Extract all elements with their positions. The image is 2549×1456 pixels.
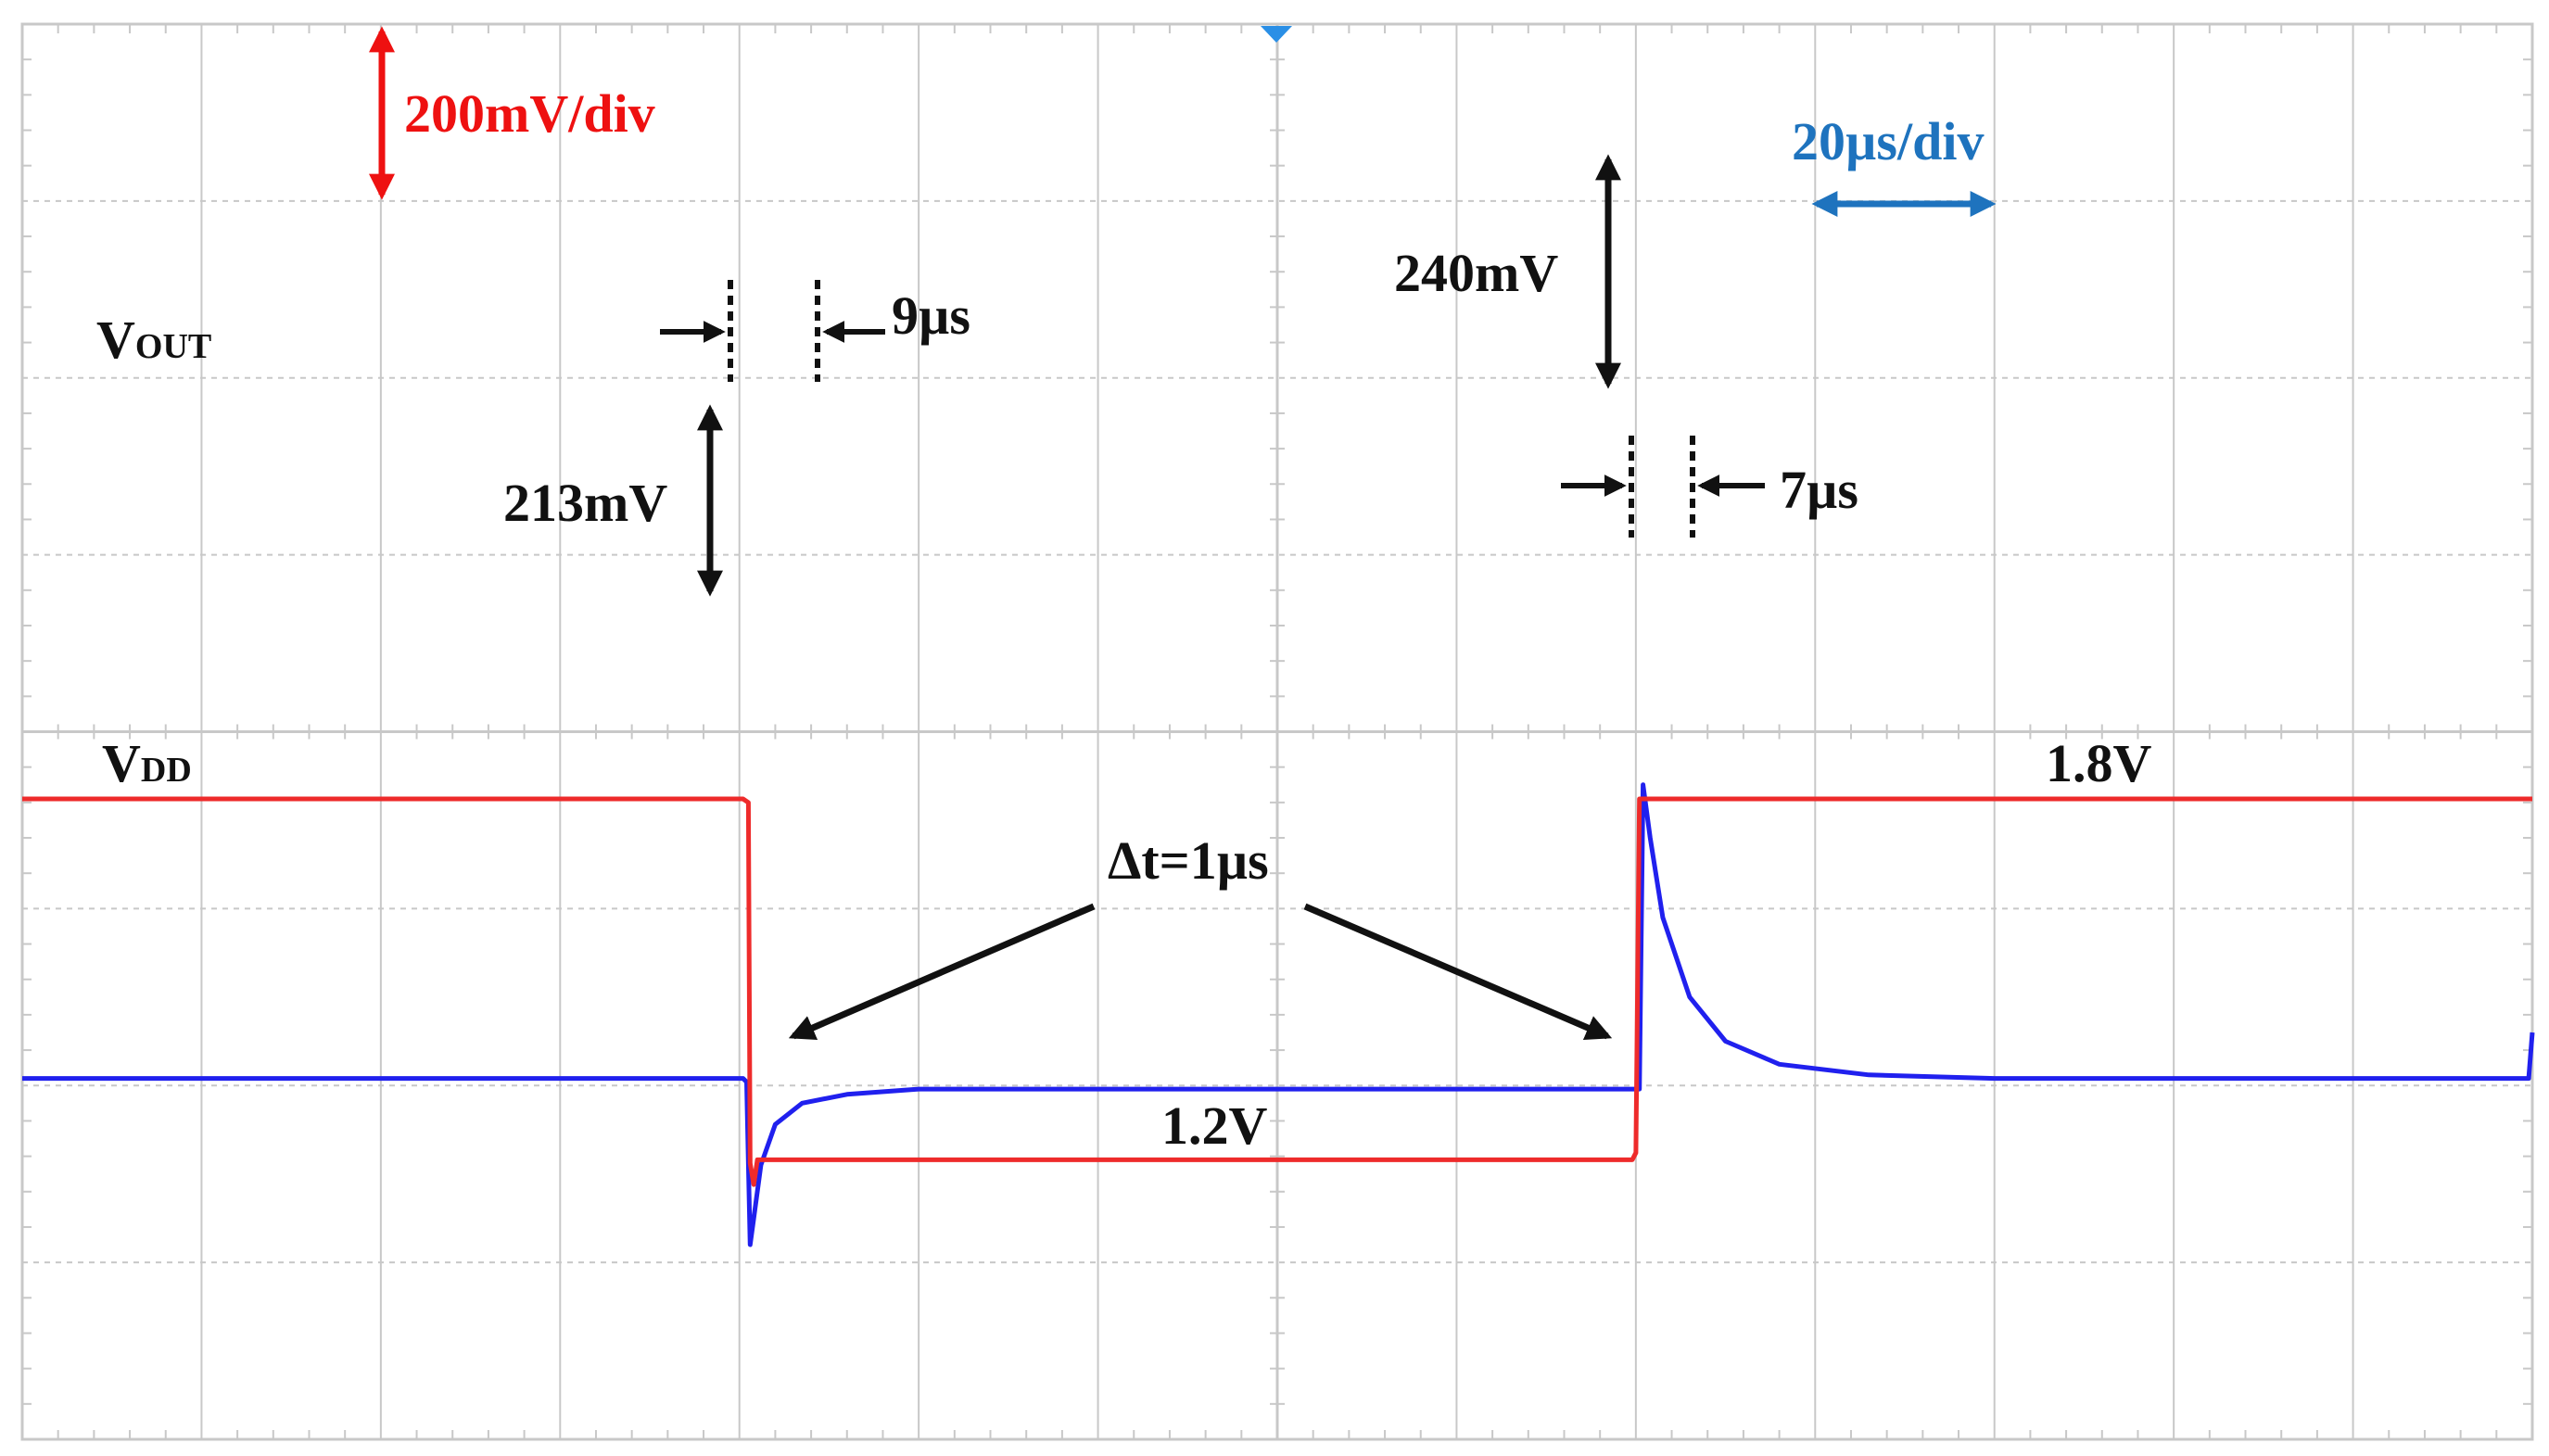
settle-fall-label: 9µs xyxy=(892,285,970,346)
annotation-settle-fall: 9µs xyxy=(660,280,970,382)
annotation-vout-overshoot: 240mV xyxy=(1394,154,1621,389)
annotation-settle-rise: 7µs xyxy=(1561,436,1858,538)
traces xyxy=(22,782,2535,1247)
annotation-transition-time: Δt=1µs xyxy=(788,830,1613,1041)
settle-rise-label: 7µs xyxy=(1780,460,1858,520)
series-line-vdd xyxy=(22,796,2532,1187)
transition-time-label: Δt=1µs xyxy=(1108,830,1269,891)
voltage-scale-indicator: 200mV/div xyxy=(369,26,655,200)
series-label-vdd: VDD xyxy=(102,733,192,793)
vout-overshoot-label: 240mV xyxy=(1394,243,1558,303)
vdd-high-label: 1.8V xyxy=(2046,733,2152,793)
time-scale-indicator: 20µs/div xyxy=(1792,111,1997,217)
transition-arrow-right xyxy=(1303,903,1613,1041)
annotation-vout-dip: 213mV xyxy=(503,404,723,597)
series-label-vout: VOUT xyxy=(96,310,211,370)
vout-dip-label: 213mV xyxy=(503,473,667,533)
vdd-low-label: 1.2V xyxy=(1161,1095,1268,1156)
voltage-scale-label: 200mV/div xyxy=(404,83,655,144)
scope-grid xyxy=(20,22,2534,1441)
transition-arrow-left xyxy=(788,903,1096,1040)
trigger-marker-icon xyxy=(1261,26,1292,43)
time-scale-label: 20µs/div xyxy=(1792,111,1984,171)
